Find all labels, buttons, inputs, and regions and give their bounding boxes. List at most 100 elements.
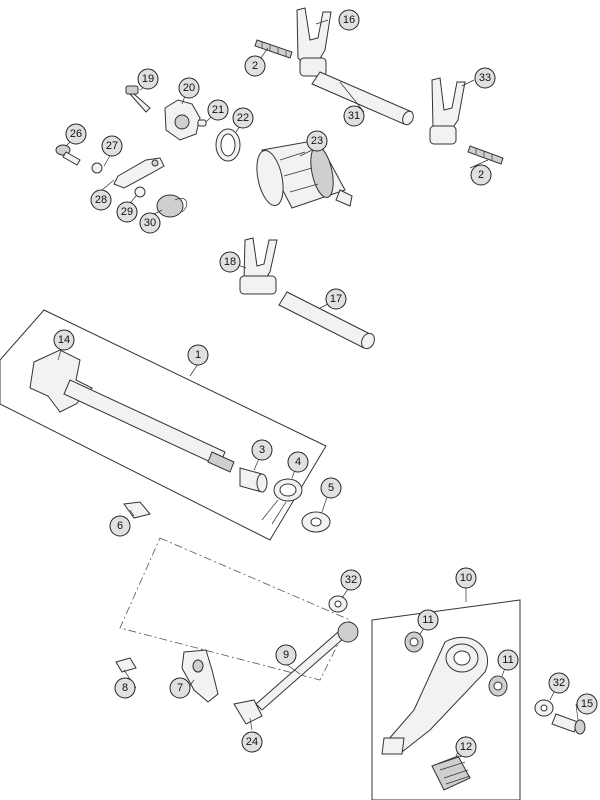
callout-10-label: 10 [460,572,472,584]
callout-31: 31 [343,105,365,127]
shift-lever-20 [164,99,201,141]
callout-14: 14 [53,329,75,351]
callout-19: 19 [137,68,159,90]
callout-5-label: 5 [328,482,334,494]
callout-18: 18 [219,251,241,273]
callout-5: 5 [320,477,342,499]
callout-12-label: 12 [460,741,472,753]
ring-22 [215,128,241,162]
screw-8 [115,657,137,673]
leader-lines [57,19,579,757]
stop-bolt-6 [123,501,151,519]
shift-lever-frame [371,599,521,800]
callout-14-label: 14 [58,334,70,346]
shift-fork-18 [239,237,278,295]
callout-2-label: 2 [252,60,258,72]
linkage-rod-9 [233,621,359,725]
callout-27-label: 27 [106,140,118,152]
shift-rail-31 [311,71,414,126]
callout-11b-label: 11 [502,654,513,666]
callout-1: 1 [187,344,209,366]
callout-33-label: 33 [479,72,491,84]
spring-2-top [254,39,293,59]
callout-2b: 2 [470,164,492,186]
spring-2-bottom [467,145,504,165]
shift-fork-33 [429,77,466,145]
screw-26 [55,144,81,166]
callout-11-label: 11 [422,614,433,626]
callout-2: 2 [244,55,266,77]
callout-15: 15 [576,693,598,715]
callout-10: 10 [455,567,477,589]
callout-3-label: 3 [259,444,265,456]
callout-22: 22 [232,107,254,129]
callout-9-label: 9 [283,649,289,661]
callout-7-label: 7 [177,682,183,694]
callout-12: 12 [455,736,477,758]
callout-1-label: 1 [195,349,201,361]
return-spring-4 [261,478,303,525]
callout-27: 27 [101,135,123,157]
callout-26-label: 26 [70,128,82,140]
callout-6: 6 [109,515,131,537]
screw-15 [551,713,586,735]
callout-20-label: 20 [183,82,195,94]
lever-7 [181,649,219,703]
callout-9: 9 [275,644,297,666]
washer-32-lower [534,699,554,717]
callout-21-label: 21 [212,104,224,116]
callout-3: 3 [251,439,273,461]
callout-15-label: 15 [581,698,593,710]
shift-drum-23 [256,139,353,209]
callout-23: 23 [306,130,328,152]
callout-8-label: 8 [122,682,128,694]
callout-30: 30 [139,212,161,234]
callout-26: 26 [65,123,87,145]
callout-22-label: 22 [237,112,249,124]
callout-33: 33 [474,67,496,89]
callout-7: 7 [169,677,191,699]
washer-32-upper [328,595,348,613]
callout-8: 8 [114,677,136,699]
callout-32b-label: 32 [553,677,565,689]
callout-32b: 32 [548,672,570,694]
callout-24: 24 [241,731,263,753]
bearing-11-left [404,631,424,653]
callout-32-label: 32 [345,574,357,586]
spring-30 [156,194,188,218]
footrest-rubber-12 [431,755,471,791]
bearing-11-right [488,675,508,697]
callout-20: 20 [178,77,200,99]
callout-29: 29 [116,201,138,223]
shift-shaft-frame [0,309,327,541]
callout-28-label: 28 [95,194,107,206]
shift-lever-10 [381,636,488,755]
callout-28: 28 [90,189,112,211]
callout-32: 32 [340,569,362,591]
callout-17: 17 [325,288,347,310]
assembly-dashed-outline [119,537,351,681]
callout-4: 4 [287,451,309,473]
callout-30-label: 30 [144,217,156,229]
callout-29-label: 29 [121,206,133,218]
callout-21: 21 [207,99,229,121]
callout-31-label: 31 [348,110,360,122]
callout-11: 11 [417,609,439,631]
shift-fork-16 [296,7,332,77]
callout-18-label: 18 [224,256,236,268]
pin-21 [197,119,207,127]
callout-2b-label: 2 [478,169,484,181]
shift-rail-17 [278,291,375,350]
callout-24-label: 24 [246,736,258,748]
washer-5 [301,511,331,533]
washer-27-28 [91,157,165,189]
callout-6-label: 6 [117,520,123,532]
shift-shaft-1 [29,349,235,473]
callout-4-label: 4 [295,456,301,468]
callout-16-label: 16 [343,14,355,26]
callout-16: 16 [338,9,360,31]
callout-23-label: 23 [311,135,323,147]
screw-19 [125,85,151,113]
callout-11b: 11 [497,649,519,671]
